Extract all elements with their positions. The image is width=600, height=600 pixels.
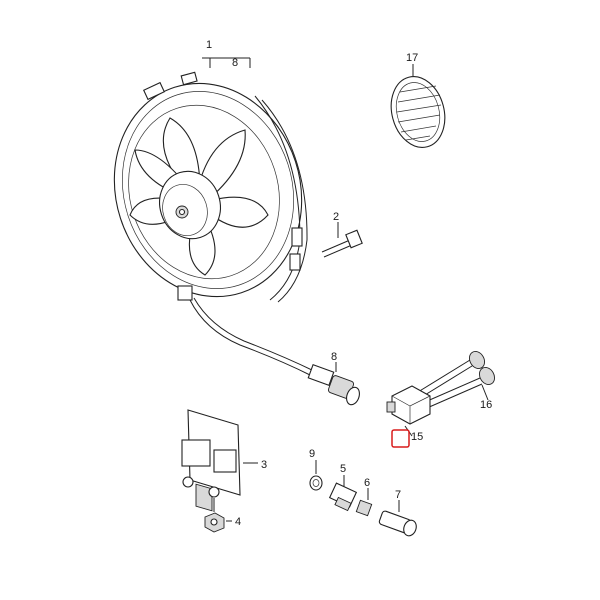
fan-guard-cover	[390, 76, 446, 148]
temperature-switch-assembly	[386, 351, 495, 437]
callout-5: 5	[340, 463, 346, 475]
sensor-sleeve	[378, 500, 417, 537]
callout-17: 17	[406, 52, 418, 64]
callout-8-top: 8	[232, 57, 238, 69]
callout-16: 16	[480, 399, 492, 411]
retaining-clip	[355, 488, 373, 517]
hex-nut	[204, 512, 232, 533]
highlight-box[interactable]	[391, 429, 410, 448]
sealing-washer	[309, 460, 323, 491]
relay-bracket	[181, 409, 258, 512]
fan-mounting-bolt	[321, 229, 363, 258]
callout-3: 3	[261, 459, 267, 471]
callout-8-cable: 8	[331, 351, 337, 363]
callout-1: 1	[206, 39, 212, 51]
callout-6: 6	[364, 477, 370, 489]
callout-7: 7	[395, 489, 401, 501]
radiator-fan-assembly	[113, 71, 315, 376]
callout-4: 4	[235, 516, 241, 528]
fan-cable-connector	[307, 363, 360, 406]
callout-9: 9	[309, 448, 315, 460]
callout-15: 15	[411, 431, 423, 443]
callout-2: 2	[333, 211, 339, 223]
coolant-sensor	[328, 475, 358, 512]
leader-1-bracket	[202, 57, 251, 68]
